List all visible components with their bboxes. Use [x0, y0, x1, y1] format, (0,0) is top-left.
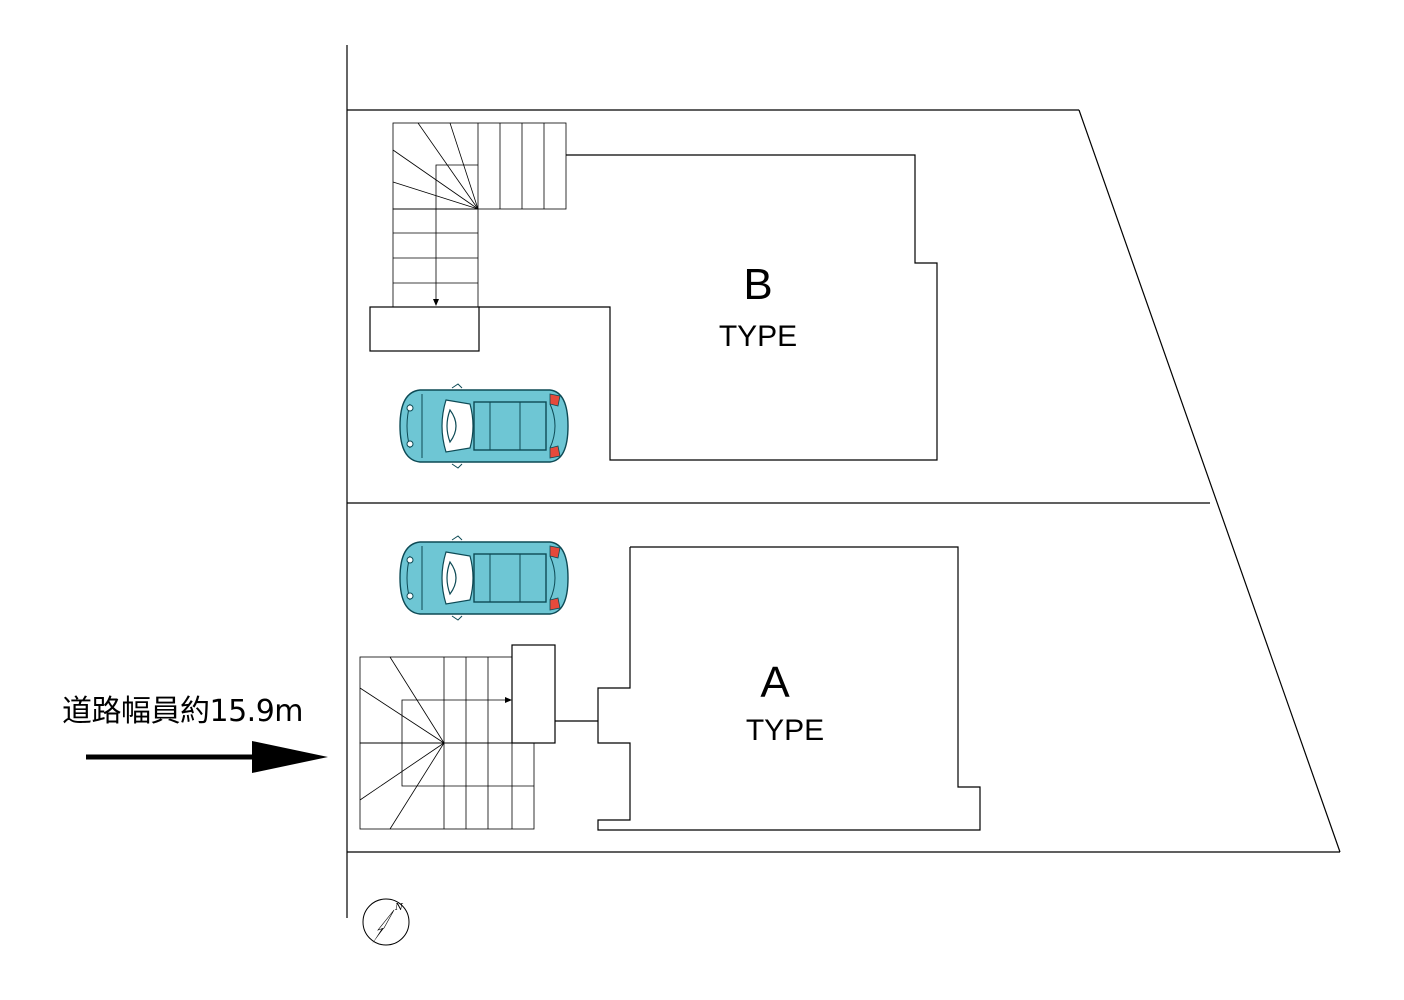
- compass-north-label: N: [394, 903, 404, 913]
- house-a-outline: [597, 546, 981, 831]
- site-boundary: [346, 45, 1341, 918]
- car-a: [399, 535, 569, 621]
- staircase-a: [359, 656, 535, 830]
- lot-b: B TYPE: [369, 122, 938, 461]
- car-b: [399, 383, 569, 469]
- compass-icon: N: [362, 898, 410, 946]
- unit-a-type: TYPE: [746, 714, 824, 747]
- house-b-outline: [479, 154, 938, 461]
- porch-b: [369, 306, 480, 352]
- unit-b-type: TYPE: [719, 320, 797, 353]
- road-width-label: 道路幅員約15.9m: [62, 694, 304, 729]
- staircase-b: [392, 122, 567, 308]
- unit-a-letter: A: [760, 658, 790, 707]
- unit-b-letter: B: [743, 260, 772, 309]
- road-arrow-icon: [86, 741, 328, 773]
- lot-a: A TYPE: [359, 546, 981, 831]
- porch-a: [511, 644, 556, 744]
